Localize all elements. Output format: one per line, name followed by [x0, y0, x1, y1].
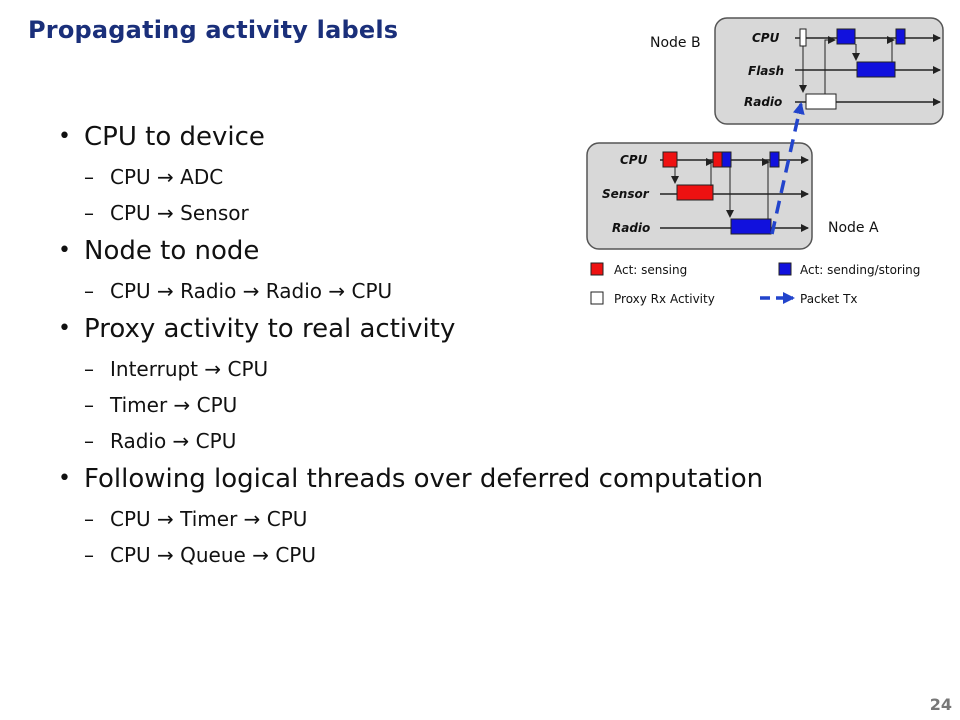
legend-swatch-sensing	[590, 262, 604, 276]
legend-label-sensing: Act: sensing	[614, 263, 687, 277]
sub-bullet-item: CPU → Timer → CPU	[84, 506, 904, 532]
sending-activity-block	[721, 151, 732, 168]
activity-link	[706, 158, 714, 186]
sending-activity-block	[895, 28, 906, 45]
sending-activity-block	[836, 28, 856, 45]
sub-bullet-item: Interrupt → CPU	[84, 356, 904, 382]
proxy-activity-block	[799, 28, 807, 47]
legend-label-packet: Packet Tx	[800, 292, 858, 306]
legend-swatch-sending	[778, 262, 792, 276]
node-b-label: Node B	[650, 35, 701, 51]
bullet-item: Following logical threads over deferred …	[58, 462, 904, 496]
packet-tx-arrow	[770, 102, 805, 235]
sub-bullet-item: CPU → ADC	[84, 164, 904, 190]
node-b-row-label: Flash	[748, 64, 784, 78]
sub-bullet-item: CPU → Radio → Radio → CPU	[84, 278, 904, 304]
node-b-row-label: CPU	[752, 31, 780, 45]
bullet-list: CPU to device CPU → ADC CPU → Sensor Nod…	[58, 112, 904, 568]
activity-link	[887, 36, 895, 62]
bullet-item: CPU to device	[58, 120, 904, 154]
node-a-label: Node A	[828, 220, 879, 236]
sub-bullet-item: CPU → Sensor	[84, 200, 904, 226]
activity-link	[762, 158, 770, 219]
node-a-row-label: CPU	[620, 153, 648, 167]
sub-bullet-item: Radio → CPU	[84, 428, 904, 454]
page-number: 24	[929, 695, 952, 714]
sending-activity-block	[730, 218, 772, 235]
node-b-row-label: Radio	[744, 95, 782, 109]
node-a-row-label: Sensor	[602, 187, 650, 201]
legend-label-sending: Act: sending/storing	[800, 263, 920, 277]
slide-title: Propagating activity labels	[28, 16, 399, 44]
node-a-row-label: Radio	[612, 221, 650, 235]
node-b-panel	[714, 17, 944, 125]
sending-activity-block	[856, 61, 896, 78]
activity-link	[824, 36, 836, 94]
sub-bullet-item: CPU → Queue → CPU	[84, 542, 904, 568]
legend-label-proxy: Proxy Rx Activity	[614, 292, 715, 306]
proxy-activity-block	[805, 93, 837, 110]
bullet-item: Node to node	[58, 234, 904, 268]
bullet-item: Proxy activity to real activity	[58, 312, 904, 346]
sub-bullet-item: Timer → CPU	[84, 392, 904, 418]
legend-swatch-proxy	[590, 291, 604, 305]
sending-activity-block	[769, 151, 780, 168]
sensing-activity-block	[662, 151, 678, 168]
sensing-activity-block	[676, 184, 714, 201]
sensing-activity-block	[712, 151, 723, 168]
